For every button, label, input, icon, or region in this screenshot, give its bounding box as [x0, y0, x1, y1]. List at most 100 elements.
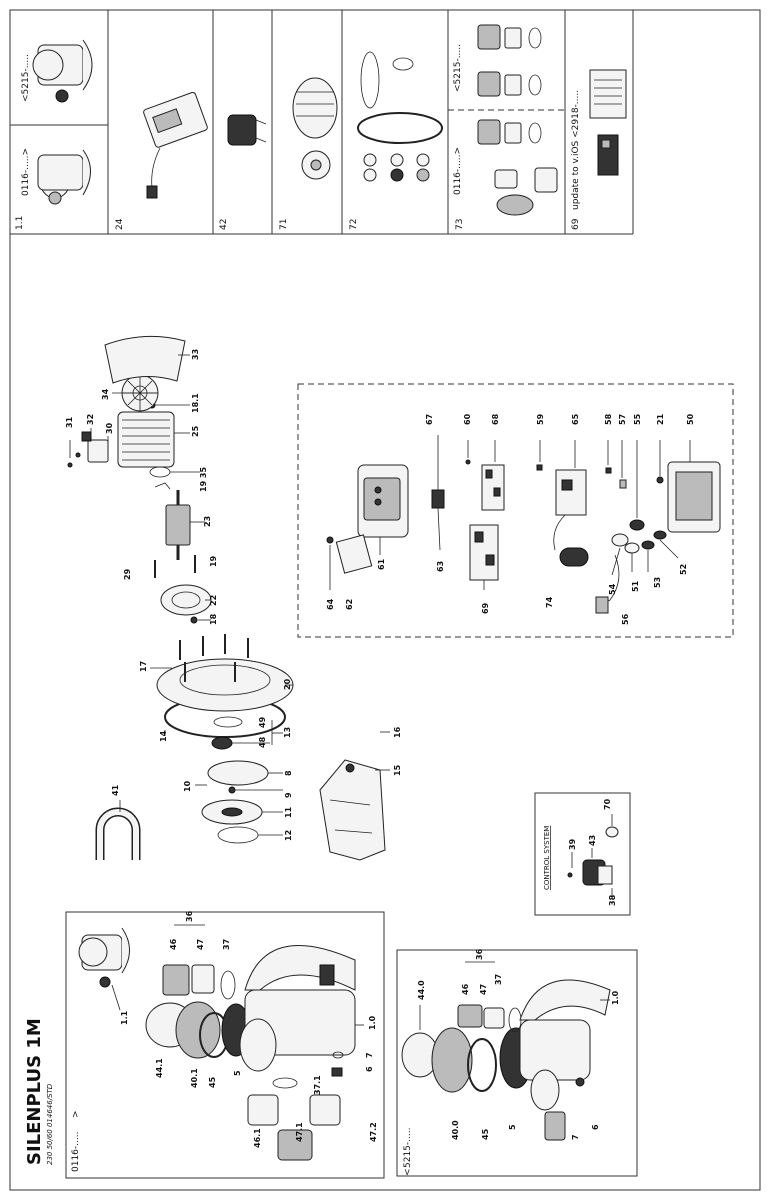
label-63: 63 [436, 561, 445, 572]
label-14: 14 [159, 730, 168, 742]
fan-cover-thumbnail [292, 77, 338, 180]
label-18-1: 18.1 [191, 393, 200, 413]
part-8-11-12: 10 9 11 12 8 [183, 760, 293, 844]
label-50: 50 [686, 413, 695, 425]
seal-kit-thumbnail [357, 51, 443, 182]
cell-num: 1.1 [15, 216, 25, 230]
label-43: 43 [588, 835, 597, 846]
label-47-1: 47.1 [295, 1122, 304, 1142]
label-11: 11 [284, 806, 293, 818]
box-5215: 5215-..... < 44.0 40.0 45 5 46 47 37 36 [396, 948, 638, 1177]
sheet-frame [9, 9, 761, 1191]
label-33: 33 [191, 349, 200, 360]
label-36: 36 [185, 910, 194, 922]
cell-5215: <5215-..... [21, 39, 93, 103]
cell-42: 42 [219, 114, 267, 230]
part-40-0-45-5: 40.0 45 5 [431, 1027, 533, 1140]
cell-72: 72 [349, 51, 443, 230]
label-59: 59 [536, 413, 545, 425]
part-60: 60 [463, 413, 472, 465]
label-44-0: 44.0 [417, 980, 426, 1000]
pcb-update-thumbnail [589, 69, 627, 176]
label-40-0: 40.0 [451, 1120, 460, 1140]
part-18-19-22-29: 29 19 22 18 [123, 555, 218, 625]
part-57-58: 58 57 [604, 413, 627, 489]
label-65: 65 [571, 413, 580, 425]
part-59: 59 [536, 413, 545, 471]
label-57: 57 [618, 414, 627, 425]
part-23: 23 [165, 490, 212, 560]
label-64: 64 [326, 598, 335, 610]
box-0116: 0116-..... > 1.1 46 47 37 36 [65, 910, 385, 1179]
label-10: 10 [183, 780, 192, 792]
label-60: 60 [463, 413, 472, 425]
cell-num: 42 [219, 219, 229, 230]
label-46: 46 [169, 938, 178, 950]
label-49: 49 [258, 716, 267, 728]
label-45: 45 [208, 1076, 217, 1088]
label-32: 32 [86, 414, 95, 425]
label-12: 12 [284, 830, 293, 841]
part-17-20: 20 17 [139, 634, 294, 712]
part-36-46-47-37: 46 47 37 36 [457, 948, 522, 1033]
label-45: 45 [481, 1128, 490, 1140]
part-61: 61 [357, 464, 409, 570]
label-56: 56 [621, 613, 630, 625]
label-30: 30 [105, 422, 114, 434]
part-68: 68 [481, 413, 505, 511]
label-18: 18 [209, 613, 218, 625]
cell-73: 73 <5215-..... 0116-.....> [453, 24, 558, 230]
cell-num: 73 [455, 219, 465, 230]
label-31: 31 [65, 416, 74, 428]
label-13: 13 [283, 727, 292, 738]
part-37-1-6-7: 37.1 6 7 [272, 1051, 374, 1095]
label-47-2: 47.2 [369, 1122, 378, 1142]
label-1-1: 1.1 [120, 1010, 129, 1025]
cell-69: 69 update to v.iOS <2918-..... [571, 69, 627, 230]
label-1-0: 1.0 [368, 1015, 377, 1030]
pump-thumbnail [37, 149, 91, 205]
label-17: 17 [139, 661, 148, 672]
label-22: 22 [209, 595, 218, 606]
part-51-52-53-54-56: 54 56 51 53 52 [595, 530, 688, 625]
label-21: 21 [656, 413, 665, 425]
range-label: 0116-..... [71, 1132, 81, 1172]
label-40-1: 40.1 [190, 1068, 199, 1088]
part-18-1-33-34: 18.1 34 33 [101, 335, 200, 413]
part-36-46-47-37: 46 47 37 36 [162, 910, 236, 1000]
range-sign: < [403, 1168, 413, 1176]
label-44-1: 44.1 [155, 1058, 164, 1078]
cell-num: 24 [115, 218, 125, 230]
part-65-74: 65 74 [545, 413, 589, 608]
label-20: 20 [283, 678, 292, 690]
label-41: 41 [111, 784, 120, 796]
pump-body-1-0: 1.0 7 6 [519, 979, 620, 1141]
part-41: 41 [95, 784, 141, 860]
part-19-35: 19 35 [149, 467, 208, 492]
label-55: 55 [633, 413, 642, 425]
label-36: 36 [475, 948, 484, 960]
electronics-box: 61 62 64 67 63 60 [297, 383, 734, 638]
label-47: 47 [479, 984, 488, 995]
part-44-1-40-1-45-5: 44.1 40.1 45 5 [145, 1001, 251, 1088]
cell-caption-top: <5215-..... [453, 44, 463, 92]
label-39: 39 [568, 838, 577, 850]
label-25: 25 [191, 425, 200, 437]
bolts-17 [179, 634, 249, 682]
part-25: 25 [117, 411, 200, 468]
part-63-67: 67 63 [425, 414, 445, 572]
cell-24: 24 [115, 91, 208, 230]
label-34: 34 [101, 388, 110, 400]
label-37: 37 [222, 939, 231, 950]
part-46-1-47-1-47-2: 46.1 47.1 47.2 [247, 1094, 378, 1161]
label-16: 16 [393, 726, 402, 738]
label-47: 47 [196, 939, 205, 950]
label-53: 53 [653, 577, 662, 588]
label-6: 6 [365, 1066, 374, 1072]
label-6: 6 [591, 1124, 600, 1130]
cell-caption: update to v.iOS <2918-..... [571, 90, 581, 210]
label-46-1: 46.1 [253, 1128, 262, 1148]
cell-caption: <5215-..... [21, 54, 31, 102]
cell-num: 72 [349, 219, 359, 230]
